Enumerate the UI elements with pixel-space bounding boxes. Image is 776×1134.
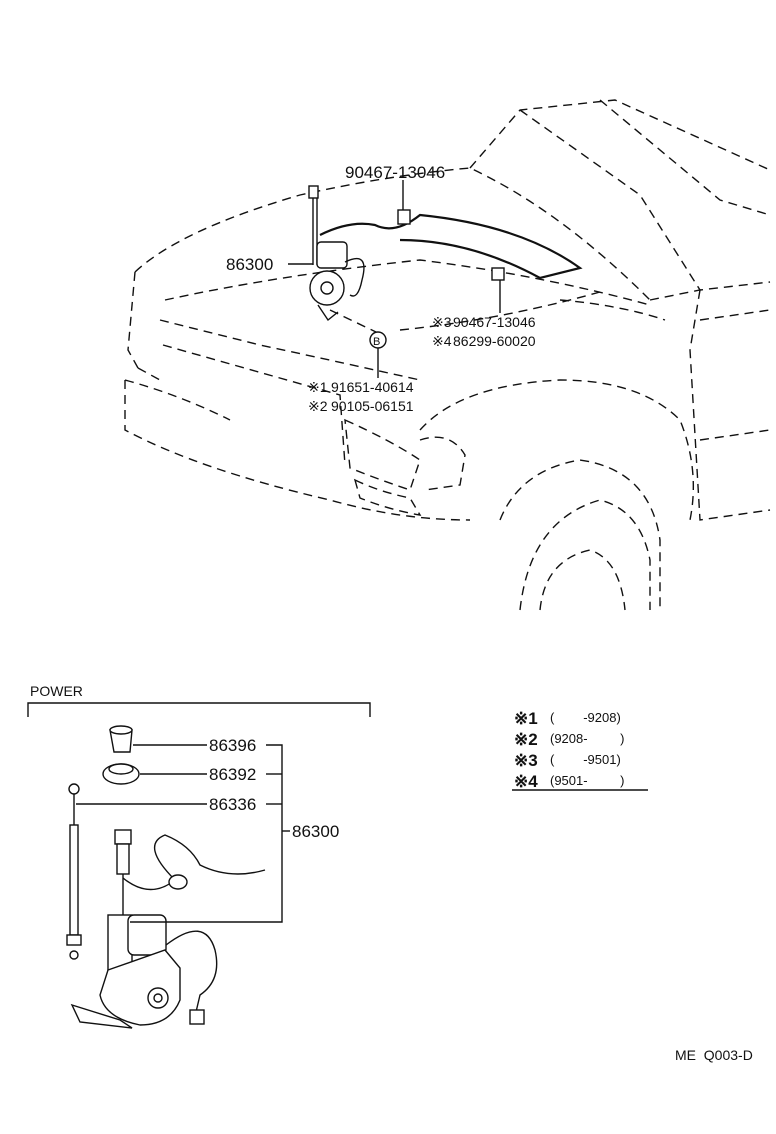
part-86392-grommet [102,763,140,785]
legend-mark-4: ※4 [514,772,538,791]
part-label-86396: 86396 [209,736,256,755]
callout-low-1-text: 91651-40614 [331,379,414,395]
legend-mark-2: ※2 [514,730,538,749]
assembly-label-86300: 86300 [292,822,339,841]
part-label-86392: 86392 [209,765,256,784]
antenna-motor-assembly [70,829,266,1029]
upper-leader-lines [288,180,501,378]
callout-86300-upper: 86300 [226,255,273,274]
power-bracket [27,702,371,717]
legend-mark-1: ※1 [514,709,538,728]
antenna-harness [319,209,583,281]
circle-marker-label: B [373,336,380,348]
section-title-power: POWER [30,683,83,699]
legend-table: ※1 ( -9208) ※2 (9208- ) ※3 ( -9501) ※4 (… [512,709,648,791]
callout-low-2-mark: ※2 [308,398,328,414]
callout-mid-2-text: 86299-60020 [453,333,536,349]
footer-code: ME Q003-D [675,1047,753,1063]
legend-range-2: (9208- ) [550,731,624,746]
callout-mid-1-text: 90467-13046 [453,314,536,330]
callout-low-2-text: 90105-06151 [331,398,414,414]
callout-mid-1-mark: ※3 [432,314,452,330]
legend-range-1: ( -9208) [550,710,621,725]
part-86396-cap [109,725,133,753]
callout-low-1-mark: ※1 [308,379,328,395]
legend-mark-3: ※3 [514,751,538,770]
callout-90467-13046-top: 90467-13046 [345,163,445,182]
upper-antenna-assembly [308,185,365,322]
part-86336-mast [66,783,82,960]
vehicle-outline [124,99,771,611]
part-label-86336: 86336 [209,795,256,814]
legend-range-3: ( -9501) [550,752,621,767]
lower-leader-lines [76,744,290,923]
legend-range-4: (9501- ) [550,773,624,788]
circle-marker-b [369,331,387,349]
callout-mid-2-mark: ※4 [432,333,452,349]
